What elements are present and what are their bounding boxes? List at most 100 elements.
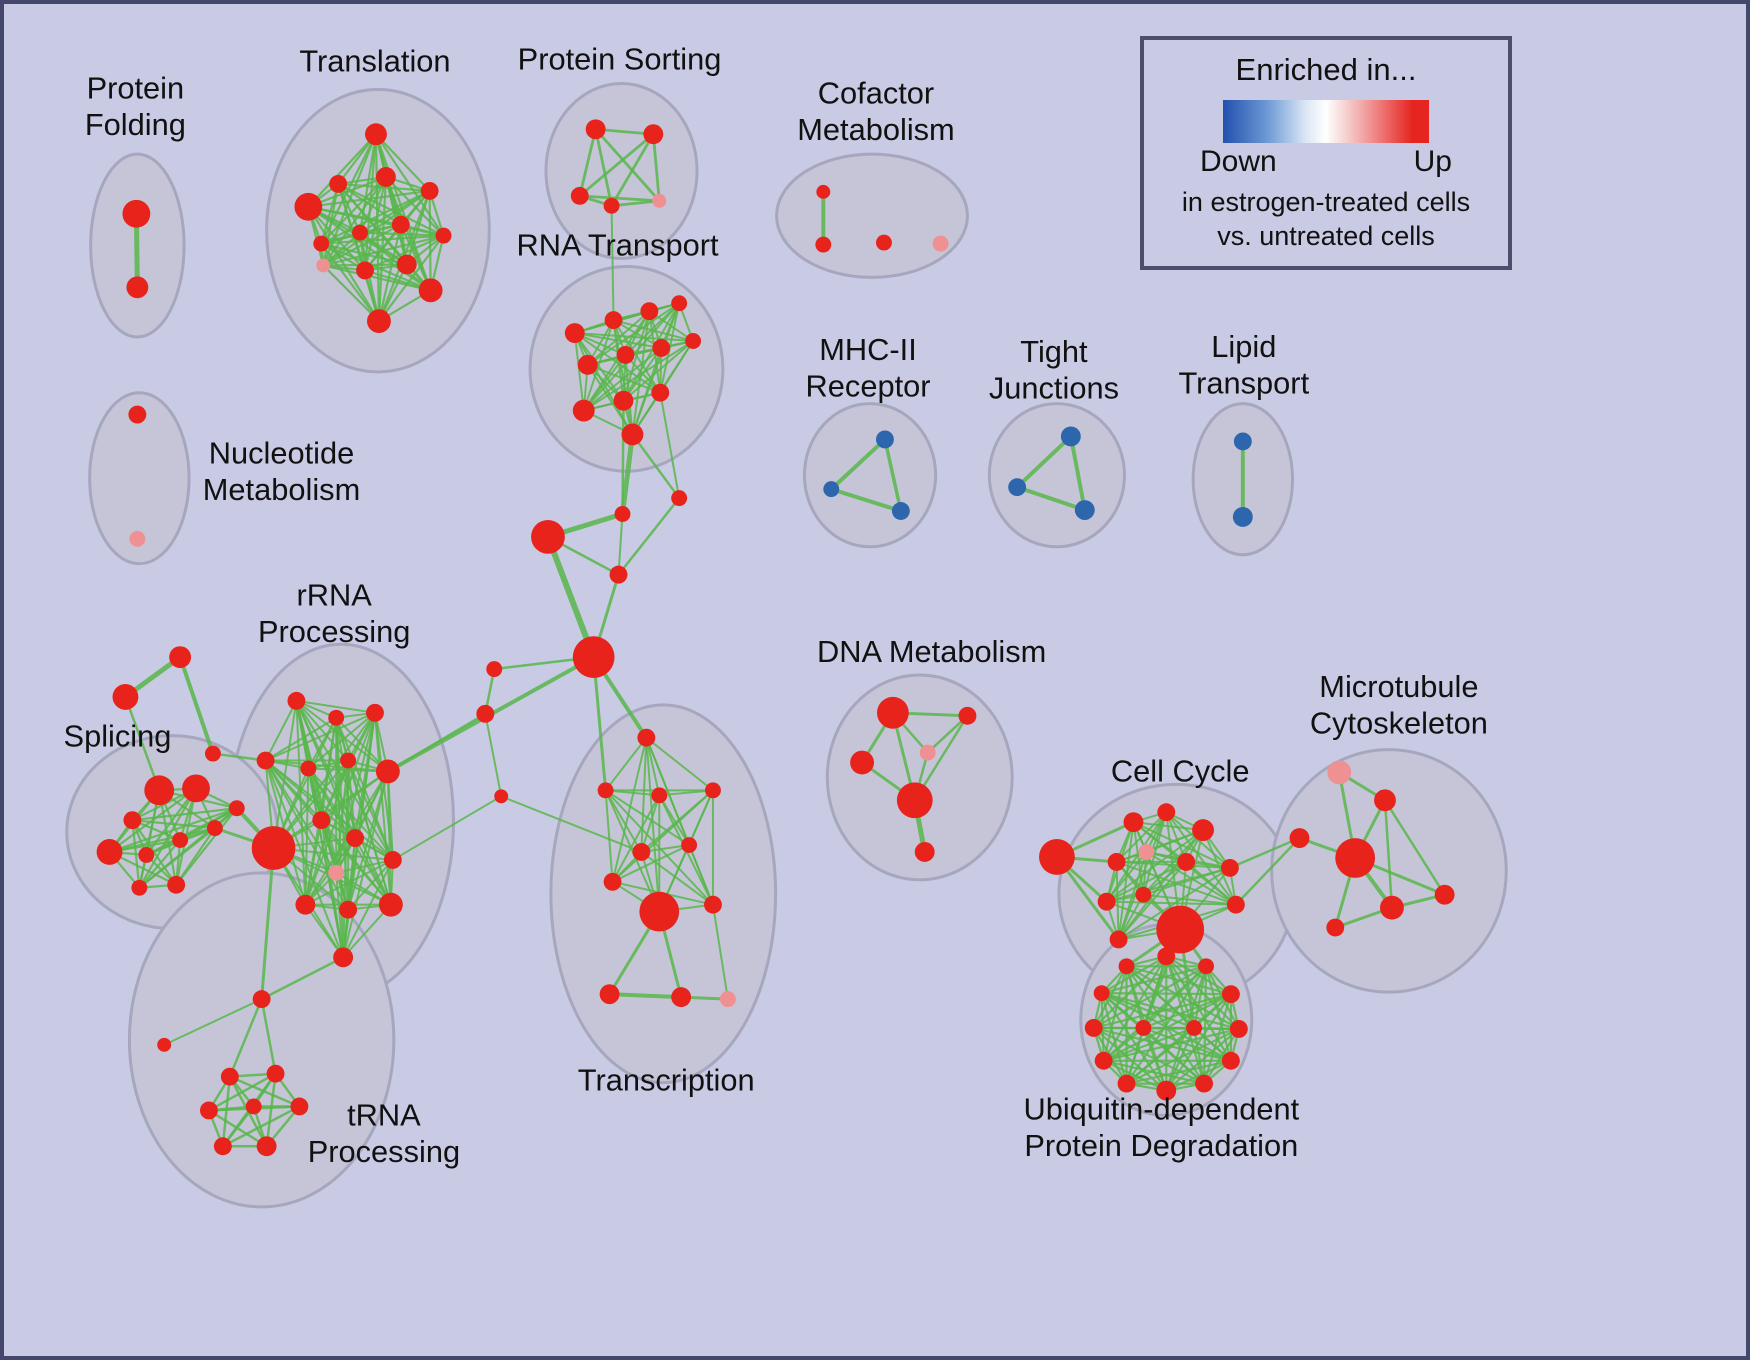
edge-u4-u5: [1101, 992, 1231, 996]
node-d5: [896, 782, 933, 819]
edge-tx1-tx4: [645, 736, 714, 792]
label-cell-cycle: Cell Cycle: [1111, 753, 1250, 788]
node-rt2: [604, 311, 623, 330]
edge-t10-t14: [322, 264, 380, 322]
node-pf2: [126, 276, 149, 299]
node-big1: [531, 519, 565, 554]
edge-rt7-rt12: [631, 347, 663, 435]
edge-t8-t11: [364, 224, 402, 272]
label-rna-transport: RNA Transport: [517, 228, 719, 263]
node-tx2: [597, 782, 614, 799]
edge-t1-t3: [307, 133, 377, 208]
node-cc9: [1097, 892, 1116, 911]
edge-tx1-tx3: [645, 737, 661, 796]
node-u12: [1156, 1080, 1177, 1101]
node-t8: [391, 215, 410, 234]
edge-u9-u10: [1126, 1059, 1232, 1085]
edge-cc7-cc9: [1106, 861, 1187, 903]
node-tj1: [1060, 426, 1081, 447]
node-mh3: [891, 502, 910, 520]
cluster-cofactor-metabolism: [775, 152, 969, 279]
edge-r16-tra: [261, 956, 344, 1001]
edge-rt10-c2: [621, 400, 625, 514]
node-u13: [1135, 1019, 1152, 1036]
edge-cc9-cc12: [1106, 900, 1236, 906]
node-r15: [378, 892, 403, 917]
node-u8: [1094, 1051, 1113, 1070]
node-g2: [112, 683, 139, 710]
edge-cc2-cc13: [1117, 822, 1135, 940]
edge-u3-u13: [1142, 965, 1207, 1029]
edge-cc5-cc13: [1115, 861, 1120, 940]
edge-r1-r4: [264, 700, 298, 761]
node-tx1: [637, 728, 656, 747]
node-u5: [1221, 985, 1240, 1004]
edge-ps1-ps4: [594, 128, 613, 207]
edge-rt2-rt9: [582, 319, 615, 411]
edge-t6-t14: [320, 242, 380, 322]
node-u14: [1186, 1019, 1203, 1036]
node-s2: [182, 774, 210, 803]
edge-c5-c6: [484, 713, 503, 797]
node-r1: [287, 691, 306, 710]
node-nu2: [129, 530, 146, 547]
edge-cc6-cc9: [1105, 851, 1148, 903]
edge-r10-r15: [354, 837, 392, 906]
edge-u1-u6: [1092, 955, 1168, 1029]
edge-r12-r14: [347, 859, 394, 911]
node-d2: [958, 706, 977, 725]
node-c4: [486, 661, 503, 678]
node-d3: [850, 750, 875, 775]
edge-d2-d4: [926, 714, 969, 754]
node-g1: [169, 646, 192, 669]
edge-rt6-rt9: [582, 354, 627, 412]
node-d4: [919, 744, 936, 761]
node-rt9: [572, 399, 595, 422]
legend-up-label: Up: [1413, 145, 1452, 178]
edge-u1-u5: [1165, 955, 1232, 996]
edge-s6-s10: [138, 839, 181, 889]
edge-ps1-ps3: [578, 128, 598, 197]
edge-c6-tx5: [500, 795, 642, 853]
edge-r7-r15: [386, 771, 392, 905]
edge-r9-r13: [304, 819, 323, 905]
edge-r9-r16: [320, 820, 345, 958]
node-tx6: [681, 837, 698, 853]
edge-u5-u6: [1093, 993, 1232, 1030]
node-u2: [1118, 958, 1135, 975]
node-cc10: [1135, 886, 1152, 903]
node-cf2: [815, 236, 832, 253]
edge-r6-r12: [347, 760, 394, 861]
edge-trb-tra: [163, 998, 263, 1046]
node-h5: [290, 1097, 309, 1116]
node-m5: [1380, 895, 1404, 920]
edge-tx1-tx2: [604, 737, 648, 791]
edge-r5-r13: [304, 768, 310, 905]
edge-u7-u8: [1103, 1027, 1240, 1062]
edge-m2-m6: [1383, 799, 1446, 896]
node-h2: [266, 1064, 285, 1083]
edge-ps4-rt2: [610, 205, 615, 321]
edge-rt1-rt9: [573, 332, 585, 411]
edge-u9-u12: [1165, 1059, 1232, 1092]
edge-u2-u14: [1125, 965, 1195, 1029]
edge-mh1-mh2: [829, 437, 887, 491]
node-cf3: [875, 234, 892, 251]
node-tx4: [705, 782, 721, 799]
edge-rt11-c1: [659, 392, 681, 499]
edge-tx1-tx7: [611, 737, 648, 883]
node-m4: [1335, 838, 1376, 878]
node-rt5: [577, 354, 598, 375]
node-d6: [914, 842, 935, 862]
node-mh1: [875, 430, 894, 449]
node-t3: [294, 192, 323, 221]
edge-r1-r3: [296, 699, 376, 714]
edge-r7-r16: [342, 771, 389, 958]
node-cf4: [932, 235, 949, 252]
edge-u4-u13: [1100, 992, 1145, 1029]
